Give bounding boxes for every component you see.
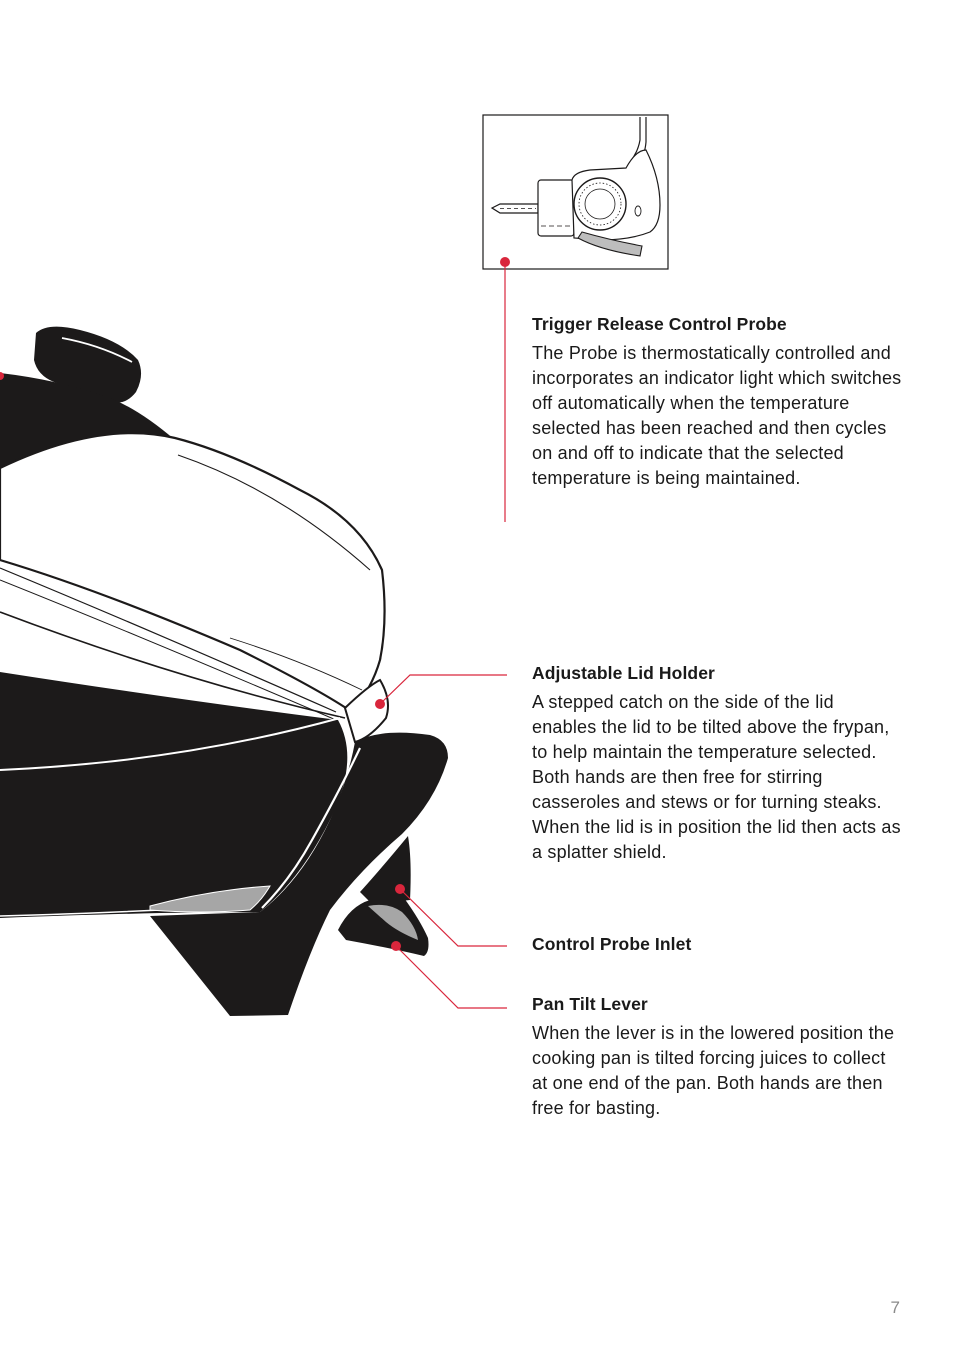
callout-dots <box>0 257 510 951</box>
feature-control-probe-inlet: Control Probe Inlet <box>532 933 902 961</box>
feature-trigger-release-control-probe: Trigger Release Control Probe The Probe … <box>532 313 902 491</box>
feature-description: The Probe is thermostatically controlled… <box>532 343 902 488</box>
feature-adjustable-lid-holder: Adjustable Lid Holder A stepped catch on… <box>532 662 902 865</box>
feature-title: Trigger Release Control Probe <box>532 314 787 334</box>
callout-lines <box>379 262 507 1009</box>
frypan <box>0 326 448 1016</box>
feature-pan-tilt-lever: Pan Tilt Lever When the lever is in the … <box>532 993 902 1121</box>
feature-description: A stepped catch on the side of the lid e… <box>532 692 901 862</box>
feature-title: Adjustable Lid Holder <box>532 663 715 683</box>
feature-title: Control Probe Inlet <box>532 934 692 954</box>
feature-title: Pan Tilt Lever <box>532 994 648 1014</box>
control-probe-inset <box>482 114 669 270</box>
feature-description: When the lever is in the lowered positio… <box>532 1023 895 1118</box>
page-number: 7 <box>890 1298 900 1317</box>
